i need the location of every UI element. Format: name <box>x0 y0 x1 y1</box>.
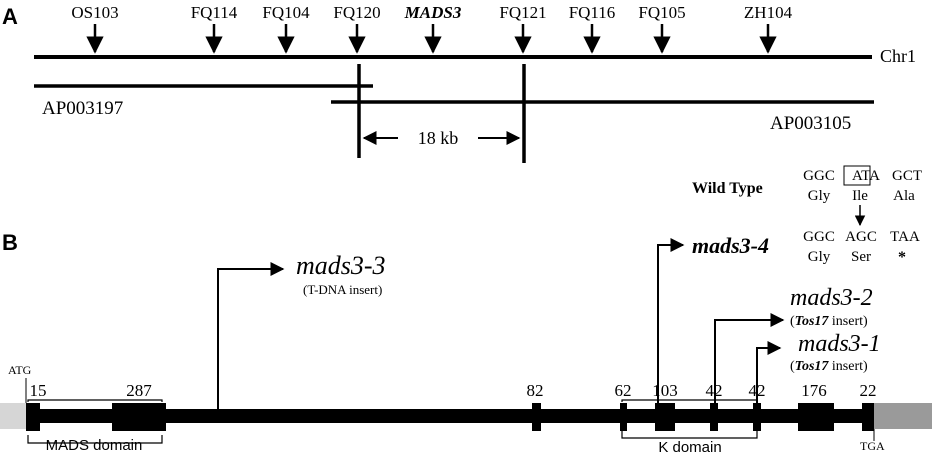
amino-acid: * <box>898 249 906 266</box>
mutant-codons: GGC AGC TAA Gly Ser * <box>803 229 920 266</box>
panel-a-label: A <box>2 4 18 29</box>
mads3-2-note: (Tos17 insert) <box>790 314 868 329</box>
exon-size: 82 <box>527 381 544 400</box>
amino-acid: Gly <box>808 249 831 265</box>
utr-3prime <box>872 403 932 429</box>
mads3-2-label: mads3-2 <box>790 285 873 311</box>
marker-label: FQ116 <box>569 3 616 22</box>
codon: GGC <box>803 168 835 184</box>
exon-size: 15 <box>30 381 47 400</box>
exon-size: 287 <box>126 381 152 400</box>
clone-label: AP003197 <box>42 98 123 119</box>
insertion-arrow-mads3-2 <box>714 313 785 409</box>
mads-domain-bracket <box>27 435 163 444</box>
stop-codon-label: TGA <box>860 439 885 453</box>
marker-label: ZH104 <box>744 3 793 22</box>
wild-type-label: Wild Type <box>692 180 763 197</box>
chromosome-label: Chr1 <box>880 46 916 66</box>
exon <box>753 403 761 431</box>
marker-arrows <box>86 24 777 54</box>
exon-size-labels: 15 287 82 62 103 42 42 176 22 <box>30 381 877 400</box>
mads3-1-note: (Tos17 insert) <box>790 359 868 374</box>
marker-label: FQ120 <box>333 3 380 22</box>
insertion-arrow-mads3-1 <box>756 341 782 409</box>
panel-b-label: B <box>2 230 18 255</box>
insertion-arrow-mads3-4 <box>657 238 685 409</box>
wild-type-codons: GGC ATA GCT Gly Ile Ala <box>803 165 922 204</box>
mads3-1-label: mads3-1 <box>798 331 881 357</box>
marker-label: FQ104 <box>262 3 310 22</box>
codon: GCT <box>892 168 922 184</box>
amino-acid: Ala <box>893 188 915 204</box>
exon-size: 103 <box>652 381 678 400</box>
exon <box>112 403 166 431</box>
marker-label: OS103 <box>71 3 118 22</box>
amino-acid: Ser <box>851 249 871 265</box>
mads3-4-label: mads3-4 <box>692 233 769 258</box>
exon <box>655 403 675 431</box>
marker-label: FQ105 <box>638 3 685 22</box>
exon-size: 176 <box>801 381 827 400</box>
mads3-3-label: mads3-3 <box>296 251 386 280</box>
mads3-3-note: (T-DNA insert) <box>303 282 382 297</box>
codon: AGC <box>845 229 877 245</box>
insertion-arrows <box>217 238 785 409</box>
exon <box>798 403 834 431</box>
start-codon-label: ATG <box>8 363 32 377</box>
k-domain-bracket <box>621 430 758 439</box>
exon-size: 62 <box>615 381 632 400</box>
exon-size: 22 <box>860 381 877 400</box>
codon: GGC <box>803 229 835 245</box>
insertion-arrow-mads3-3 <box>217 262 285 409</box>
exons <box>26 403 874 431</box>
exon <box>26 403 40 431</box>
codon: TAA <box>890 229 920 245</box>
marker-label-mads3: MADS3 <box>404 3 462 22</box>
exon <box>710 403 718 431</box>
distance-label: 18 kb <box>418 128 459 148</box>
utr-5prime <box>0 403 28 429</box>
marker-label: FQ114 <box>191 3 238 22</box>
mads-domain-label: MADS domain <box>46 437 143 454</box>
amino-acid: Ile <box>852 188 868 204</box>
mutated-codon-box <box>843 165 871 186</box>
k-domain-bracket-top <box>621 399 758 402</box>
marker-labels: OS103 FQ114 FQ104 FQ120 MADS3 FQ121 FQ11… <box>71 3 792 22</box>
exon <box>620 403 627 431</box>
amino-acid: Gly <box>808 188 831 204</box>
k-domain-label: K domain <box>658 439 721 456</box>
exon <box>532 403 541 431</box>
codon: ATA <box>852 168 880 184</box>
clone-label: AP003105 <box>770 113 851 134</box>
marker-label: FQ121 <box>499 3 546 22</box>
mads-domain-bracket-top <box>27 399 163 402</box>
exon <box>862 403 874 431</box>
